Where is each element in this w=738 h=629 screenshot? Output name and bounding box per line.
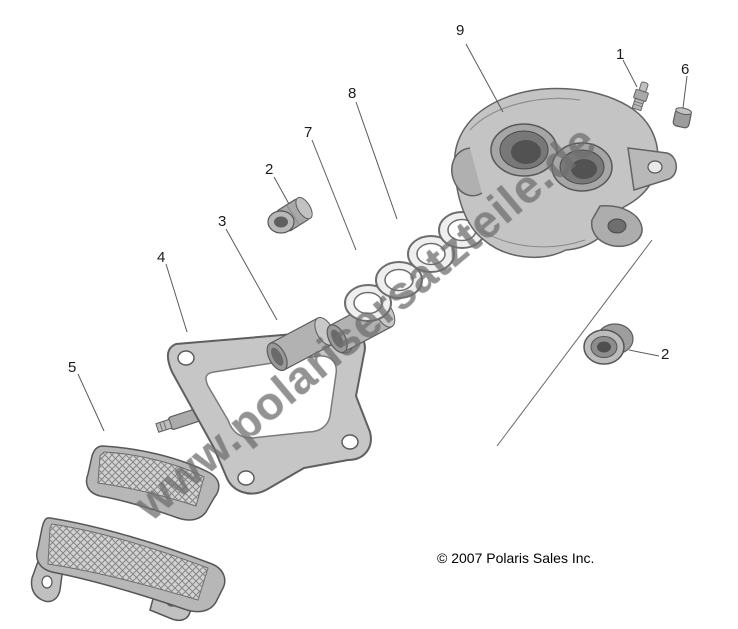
callout-leader-line-3 [225,228,278,321]
seal-ring-3 [407,235,455,273]
bracket-bolt-hole [237,470,255,486]
bleeder-screw-part [631,81,649,112]
caliper-body-part [451,87,677,259]
callout-leader-line-9 [465,43,504,113]
callout-leader-line-6 [682,75,688,109]
callout-leader-line-8 [355,101,398,220]
bracket-cutout [205,355,338,439]
callout-leader-lines [77,43,688,432]
piston-boot-right-part [583,323,634,365]
callout-leader-line-7 [311,139,357,251]
brake-pad-lower-part [30,517,226,622]
bleeder-cap-part [672,107,693,129]
bracket-bolt-hole [341,434,359,450]
callout-leader-line-1 [622,59,638,88]
callout-leader-line-5 [77,373,105,432]
copyright-text: © 2007 Polaris Sales Inc. [437,550,595,566]
bracket-bolt-hole [177,350,195,366]
callout-leader-line-2 [273,176,290,205]
callout-leader-line-2 [628,349,660,357]
brake-pad-upper-part [85,445,220,521]
piston-boot-upper-part [267,196,313,234]
assembly-axis-line [496,239,653,447]
pad-tab-hole [41,575,53,589]
seal-ring-1 [344,284,392,322]
callout-leader-line-4 [165,263,188,333]
seal-ring-2 [375,261,423,299]
